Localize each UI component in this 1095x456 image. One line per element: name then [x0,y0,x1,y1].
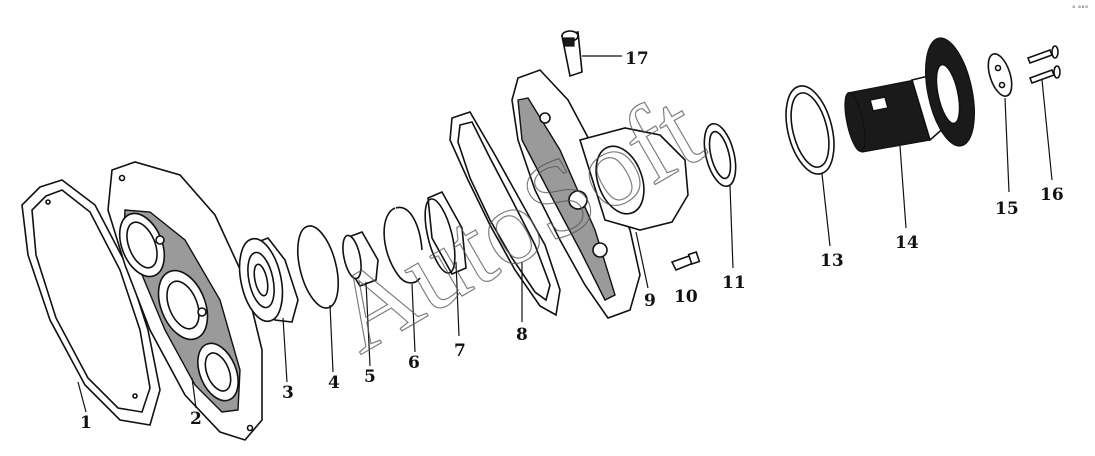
callout-3: 3 [282,383,294,403]
callout-4: 4 [328,373,340,393]
part-9-housing [511,69,689,319]
callout-1: 1 [80,413,92,433]
callout-8: 8 [516,325,528,345]
callout-11: 11 [722,273,746,293]
callout-9: 9 [644,291,656,311]
part-17-sensor [561,30,583,78]
callout-labels: 1 2 3 4 5 6 7 8 9 10 11 13 14 15 16 17 [80,49,1064,433]
callout-10: 10 [674,287,698,307]
part-5-sleeve [342,231,379,287]
callout-16: 16 [1040,185,1064,205]
part-10-bolt [670,251,701,272]
part-3-bearing [238,237,299,323]
callout-7: 7 [454,341,466,361]
part-15-washer [987,53,1013,97]
part-6-circlip [383,206,423,284]
callout-13: 13 [820,251,844,271]
part-11-seal-ring [703,122,737,188]
callout-6: 6 [408,353,420,373]
part-2-adapter-plate [107,161,263,441]
callout-17: 17 [625,49,649,69]
corner-mark: ° °°° [1072,5,1088,13]
part-7-ring [424,190,467,276]
callout-5: 5 [364,367,376,387]
part-1-gasket [21,179,161,426]
part-14-flange [844,37,975,153]
part-4-snap-ring [296,225,340,309]
callout-2: 2 [190,409,202,429]
part-13-ring [785,85,835,175]
leader-lines [77,55,1053,413]
part-16-screws [1026,45,1061,85]
callout-14: 14 [895,233,919,253]
callout-15: 15 [995,199,1019,219]
part-8-gasket [449,111,561,317]
